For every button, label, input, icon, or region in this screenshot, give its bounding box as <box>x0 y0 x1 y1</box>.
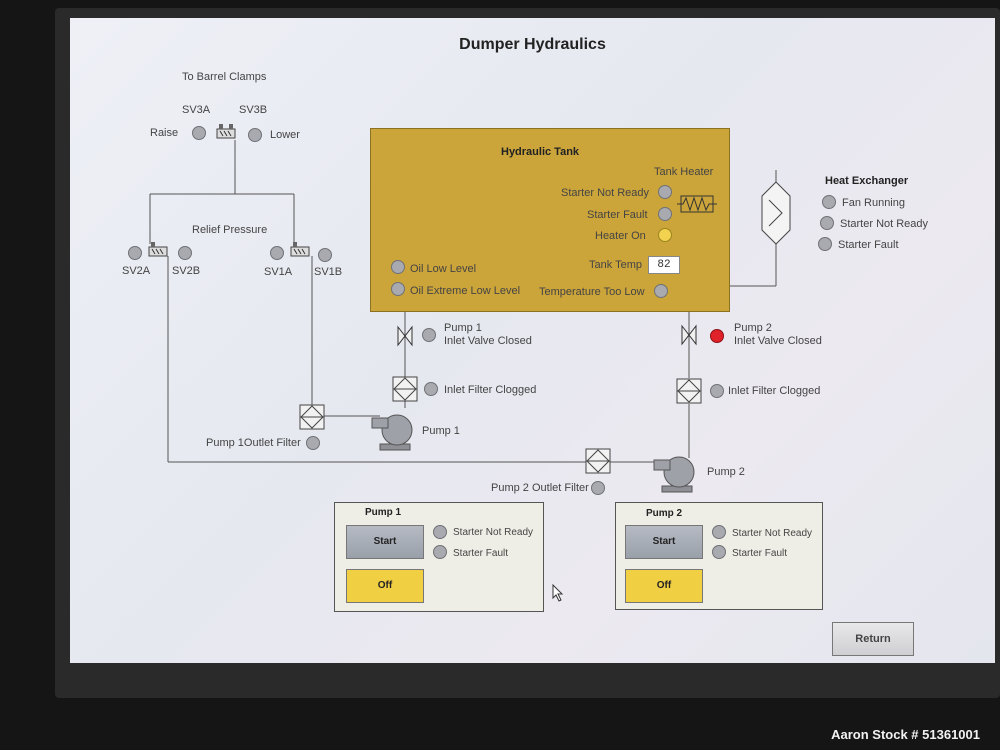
tank-title: Hydraulic Tank <box>501 146 580 158</box>
sv2a-label: SV2A <box>122 265 151 277</box>
pump2-starter-fault-label: Starter Fault <box>732 548 788 559</box>
watermark: Aaron Stock # 51361001 <box>831 727 980 742</box>
sv3b-label: SV3B <box>239 104 268 116</box>
pump2-outlet-filter-icon <box>585 448 611 474</box>
pump1-inlet-filter-icon <box>392 376 418 402</box>
sv1b-label: SV1B <box>314 266 343 278</box>
pump1-starter-fault-label: Starter Fault <box>453 548 509 559</box>
oil-low-label: Oil Low Level <box>410 263 477 275</box>
pump1-name-label: Pump 1 <box>422 425 460 437</box>
pump2-start-button[interactable]: Start <box>625 525 703 559</box>
barrel-clamps-heading: To Barrel Clamps <box>182 71 267 83</box>
tank-starter-not-ready-indicator <box>658 185 672 199</box>
oil-extreme-label: Oil Extreme Low Level <box>410 285 521 297</box>
lower-label: Lower <box>270 129 300 141</box>
sv3a-label: SV3A <box>182 104 211 116</box>
lower-indicator <box>248 128 262 142</box>
pump1-outlet-filter-label: Pump 1Outlet Filter <box>206 437 301 449</box>
tank-heater-title: Tank Heater <box>654 166 714 178</box>
pump2-icon <box>653 456 695 493</box>
oil-low-indicator <box>391 260 405 274</box>
temp-low-label: Temperature Too Low <box>539 286 645 298</box>
tank-starter-fault-label: Starter Fault <box>587 209 648 221</box>
pump1-inlet-valve-icon <box>397 325 413 347</box>
pump2-control-panel: Pump 2 Start Off Starter Not Ready Start… <box>615 502 823 610</box>
pump1-valve-label-1: Pump 1 <box>444 322 482 334</box>
pump2-starter-fault-indicator <box>712 545 726 559</box>
tank-temp-value: 82 <box>648 256 680 274</box>
pump1-valve-label-2: Inlet Valve Closed <box>444 335 532 347</box>
sv2a-indicator <box>128 246 142 260</box>
pump1-control-panel: Pump 1 Start Off Starter Not Ready Start… <box>334 502 544 612</box>
tank-starter-not-ready-label: Starter Not Ready <box>561 187 650 199</box>
pump2-panel-title: Pump 2 <box>646 508 683 519</box>
pump2-starter-not-ready-indicator <box>712 525 726 539</box>
page-title: Dumper Hydraulics <box>459 36 606 53</box>
fan-running-indicator <box>822 195 836 209</box>
tank-temp-label: Tank Temp <box>589 259 642 271</box>
pump1-outlet-filter-icon <box>299 404 325 430</box>
relief-pressure-heading: Relief Pressure <box>192 224 268 236</box>
pump1-filter-label: Inlet Filter Clogged <box>444 384 537 396</box>
sv2b-label: SV2B <box>172 265 201 277</box>
pump2-name-label: Pump 2 <box>707 466 745 478</box>
pump1-panel-title: Pump 1 <box>365 507 402 518</box>
pump2-starter-not-ready-label: Starter Not Ready <box>732 528 813 539</box>
raise-label: Raise <box>150 127 179 139</box>
sv1a-label: SV1A <box>264 266 293 278</box>
pump1-off-button[interactable]: Off <box>346 569 424 603</box>
pump2-valve-label-1: Pump 2 <box>734 322 772 334</box>
oil-extreme-indicator <box>391 282 405 296</box>
heat-exchanger-icon <box>761 181 791 245</box>
sv2b-indicator <box>178 246 192 260</box>
hx-starter-fault-indicator <box>818 237 832 251</box>
pump1-valve-indicator <box>422 328 436 342</box>
heat-exchanger-title: Heat Exchanger <box>825 175 909 187</box>
pump2-outlet-filter-indicator <box>591 481 605 495</box>
heater-element-icon <box>677 195 717 213</box>
fan-running-label: Fan Running <box>842 197 905 209</box>
sv1-valve-icon <box>290 242 310 257</box>
pump2-off-button[interactable]: Off <box>625 569 703 603</box>
pump1-starter-fault-indicator <box>433 545 447 559</box>
hx-starter-not-ready-label: Starter Not Ready <box>840 218 929 230</box>
pump1-starter-not-ready-indicator <box>433 525 447 539</box>
hx-starter-fault-label: Starter Fault <box>838 239 899 251</box>
pump2-filter-indicator <box>710 384 724 398</box>
pump2-outlet-filter-label: Pump 2 Outlet Filter <box>491 482 589 494</box>
tank-starter-fault-indicator <box>658 207 672 221</box>
pump2-inlet-filter-icon <box>676 378 702 404</box>
sv1a-indicator <box>270 246 284 260</box>
pump2-valve-label-2: Inlet Valve Closed <box>734 335 822 347</box>
heater-on-indicator <box>658 228 672 242</box>
sv1b-indicator <box>318 248 332 262</box>
mouse-cursor-icon <box>552 584 564 602</box>
pump1-start-button[interactable]: Start <box>346 525 424 559</box>
sv2-valve-icon <box>148 242 168 257</box>
sv3-valve-icon <box>216 124 236 139</box>
pump1-outlet-filter-indicator <box>306 436 320 450</box>
pump2-inlet-valve-icon <box>681 324 697 346</box>
pump1-starter-not-ready-label: Starter Not Ready <box>453 527 534 538</box>
heater-on-label: Heater On <box>595 230 646 242</box>
pump1-filter-indicator <box>424 382 438 396</box>
hx-starter-not-ready-indicator <box>820 216 834 230</box>
temp-low-indicator <box>654 284 668 298</box>
pump2-valve-indicator <box>710 329 724 343</box>
pump2-filter-label: Inlet Filter Clogged <box>728 385 821 397</box>
pump1-icon <box>371 414 413 451</box>
raise-indicator <box>192 126 206 140</box>
return-button[interactable]: Return <box>832 622 914 656</box>
hydraulic-tank: Hydraulic Tank Tank Heater Starter Not R… <box>370 128 730 312</box>
hmi-screen: Dumper Hydraulics To Barrel Clamps SV3A … <box>70 18 995 663</box>
